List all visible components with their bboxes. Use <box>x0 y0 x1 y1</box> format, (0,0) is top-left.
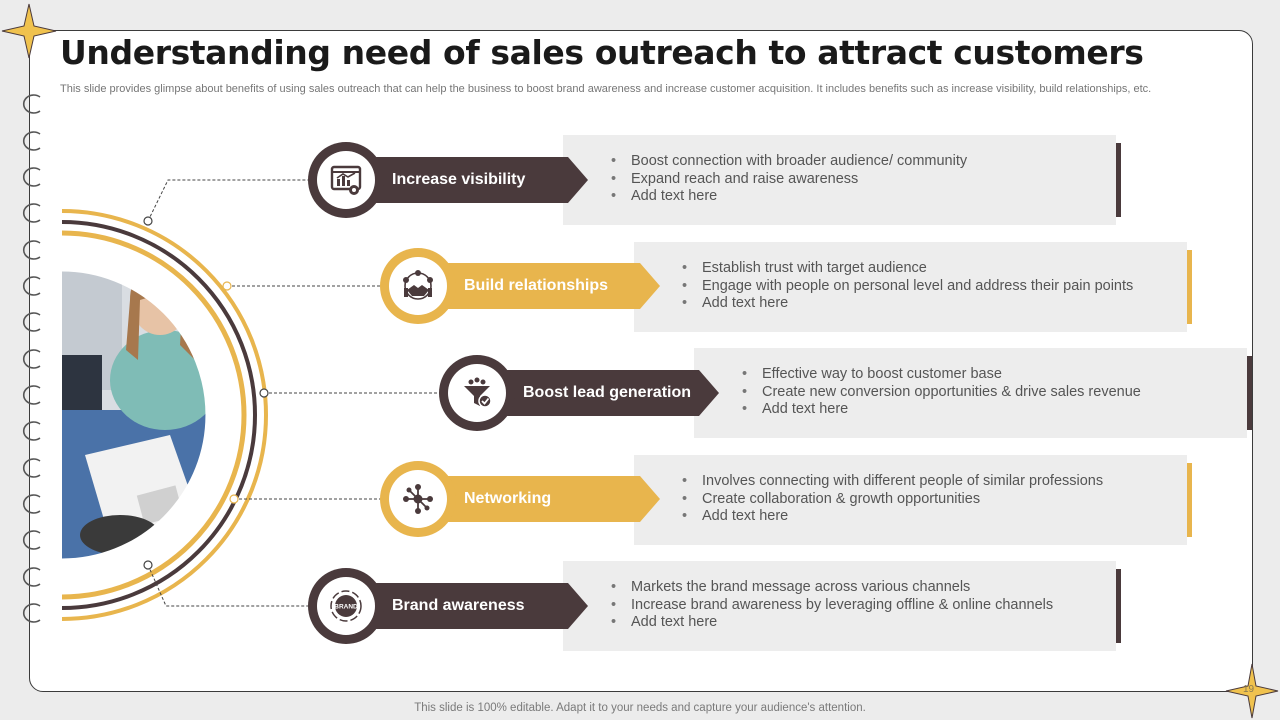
bullet: Increase brand awareness by leveraging o… <box>611 597 1053 615</box>
badge-brand-awareness: BRAND <box>308 568 384 644</box>
accent-bar <box>1247 356 1252 430</box>
tag-brand-awareness: Brand awareness <box>392 597 525 614</box>
badge-increase-visibility <box>308 142 384 218</box>
bullet: Add text here <box>682 508 1103 526</box>
tag-build-relationships: Build relationships <box>464 277 609 294</box>
tag-arrow <box>491 370 719 416</box>
bullet: Effective way to boost customer base <box>742 366 1141 384</box>
network-nodes-icon <box>403 484 433 514</box>
accent-bar <box>1116 569 1121 643</box>
funnel-check-icon <box>464 377 492 408</box>
page-title: Understanding need of sales outreach to … <box>60 33 1144 72</box>
tag-arrow <box>432 476 660 522</box>
bullet: Add text here <box>682 295 1133 313</box>
bullet: Involves connecting with different peopl… <box>682 473 1103 491</box>
bullet: Add text here <box>611 614 1053 632</box>
tag-increase-visibility: Increase visibility <box>392 171 526 188</box>
bullet: Markets the brand message across various… <box>611 579 1053 597</box>
bullet: Add text here <box>611 188 967 206</box>
benefit-box-networking: Involves connecting with different peopl… <box>634 455 1187 545</box>
bullet: Establish trust with target audience <box>682 260 1133 278</box>
benefit-box-boost-lead-generation: Effective way to boost customer base Cre… <box>694 348 1247 438</box>
bullet: Create collaboration & growth opportunit… <box>682 491 1103 509</box>
footer-note: This slide is 100% editable. Adapt it to… <box>414 702 866 714</box>
badge-networking <box>380 461 456 537</box>
handshake-network-icon <box>403 270 433 300</box>
page-subtitle: This slide provides glimpse about benefi… <box>60 83 1152 95</box>
tag-arrow <box>360 583 588 629</box>
badge-build-relationships <box>380 248 456 324</box>
bullet: Boost connection with broader audience/ … <box>611 153 967 171</box>
bullet: Engage with people on personal level and… <box>682 278 1133 296</box>
benefit-box-brand-awareness: Markets the brand message across various… <box>563 561 1116 651</box>
accent-bar <box>1187 463 1192 537</box>
accent-bar <box>1116 143 1121 217</box>
bullet: Add text here <box>742 401 1141 419</box>
tag-arrow <box>360 157 588 203</box>
bullet: Create new conversion opportunities & dr… <box>742 384 1141 402</box>
tag-arrow <box>432 263 660 309</box>
page-number: 19 <box>1243 684 1255 695</box>
tag-networking: Networking <box>464 490 552 507</box>
benefit-box-increase-visibility: Boost connection with broader audience/ … <box>563 135 1116 225</box>
badge-boost-lead-generation <box>439 355 515 431</box>
accent-bar <box>1187 250 1192 324</box>
bullet: Expand reach and raise awareness <box>611 171 967 189</box>
brand-badge-text: BRAND <box>334 604 358 611</box>
brand-badge-icon: BRAND <box>330 590 362 622</box>
tag-boost-lead-generation: Boost lead generation <box>523 384 692 401</box>
analytics-icon <box>330 165 362 195</box>
benefit-box-build-relationships: Establish trust with target audience Eng… <box>634 242 1187 332</box>
